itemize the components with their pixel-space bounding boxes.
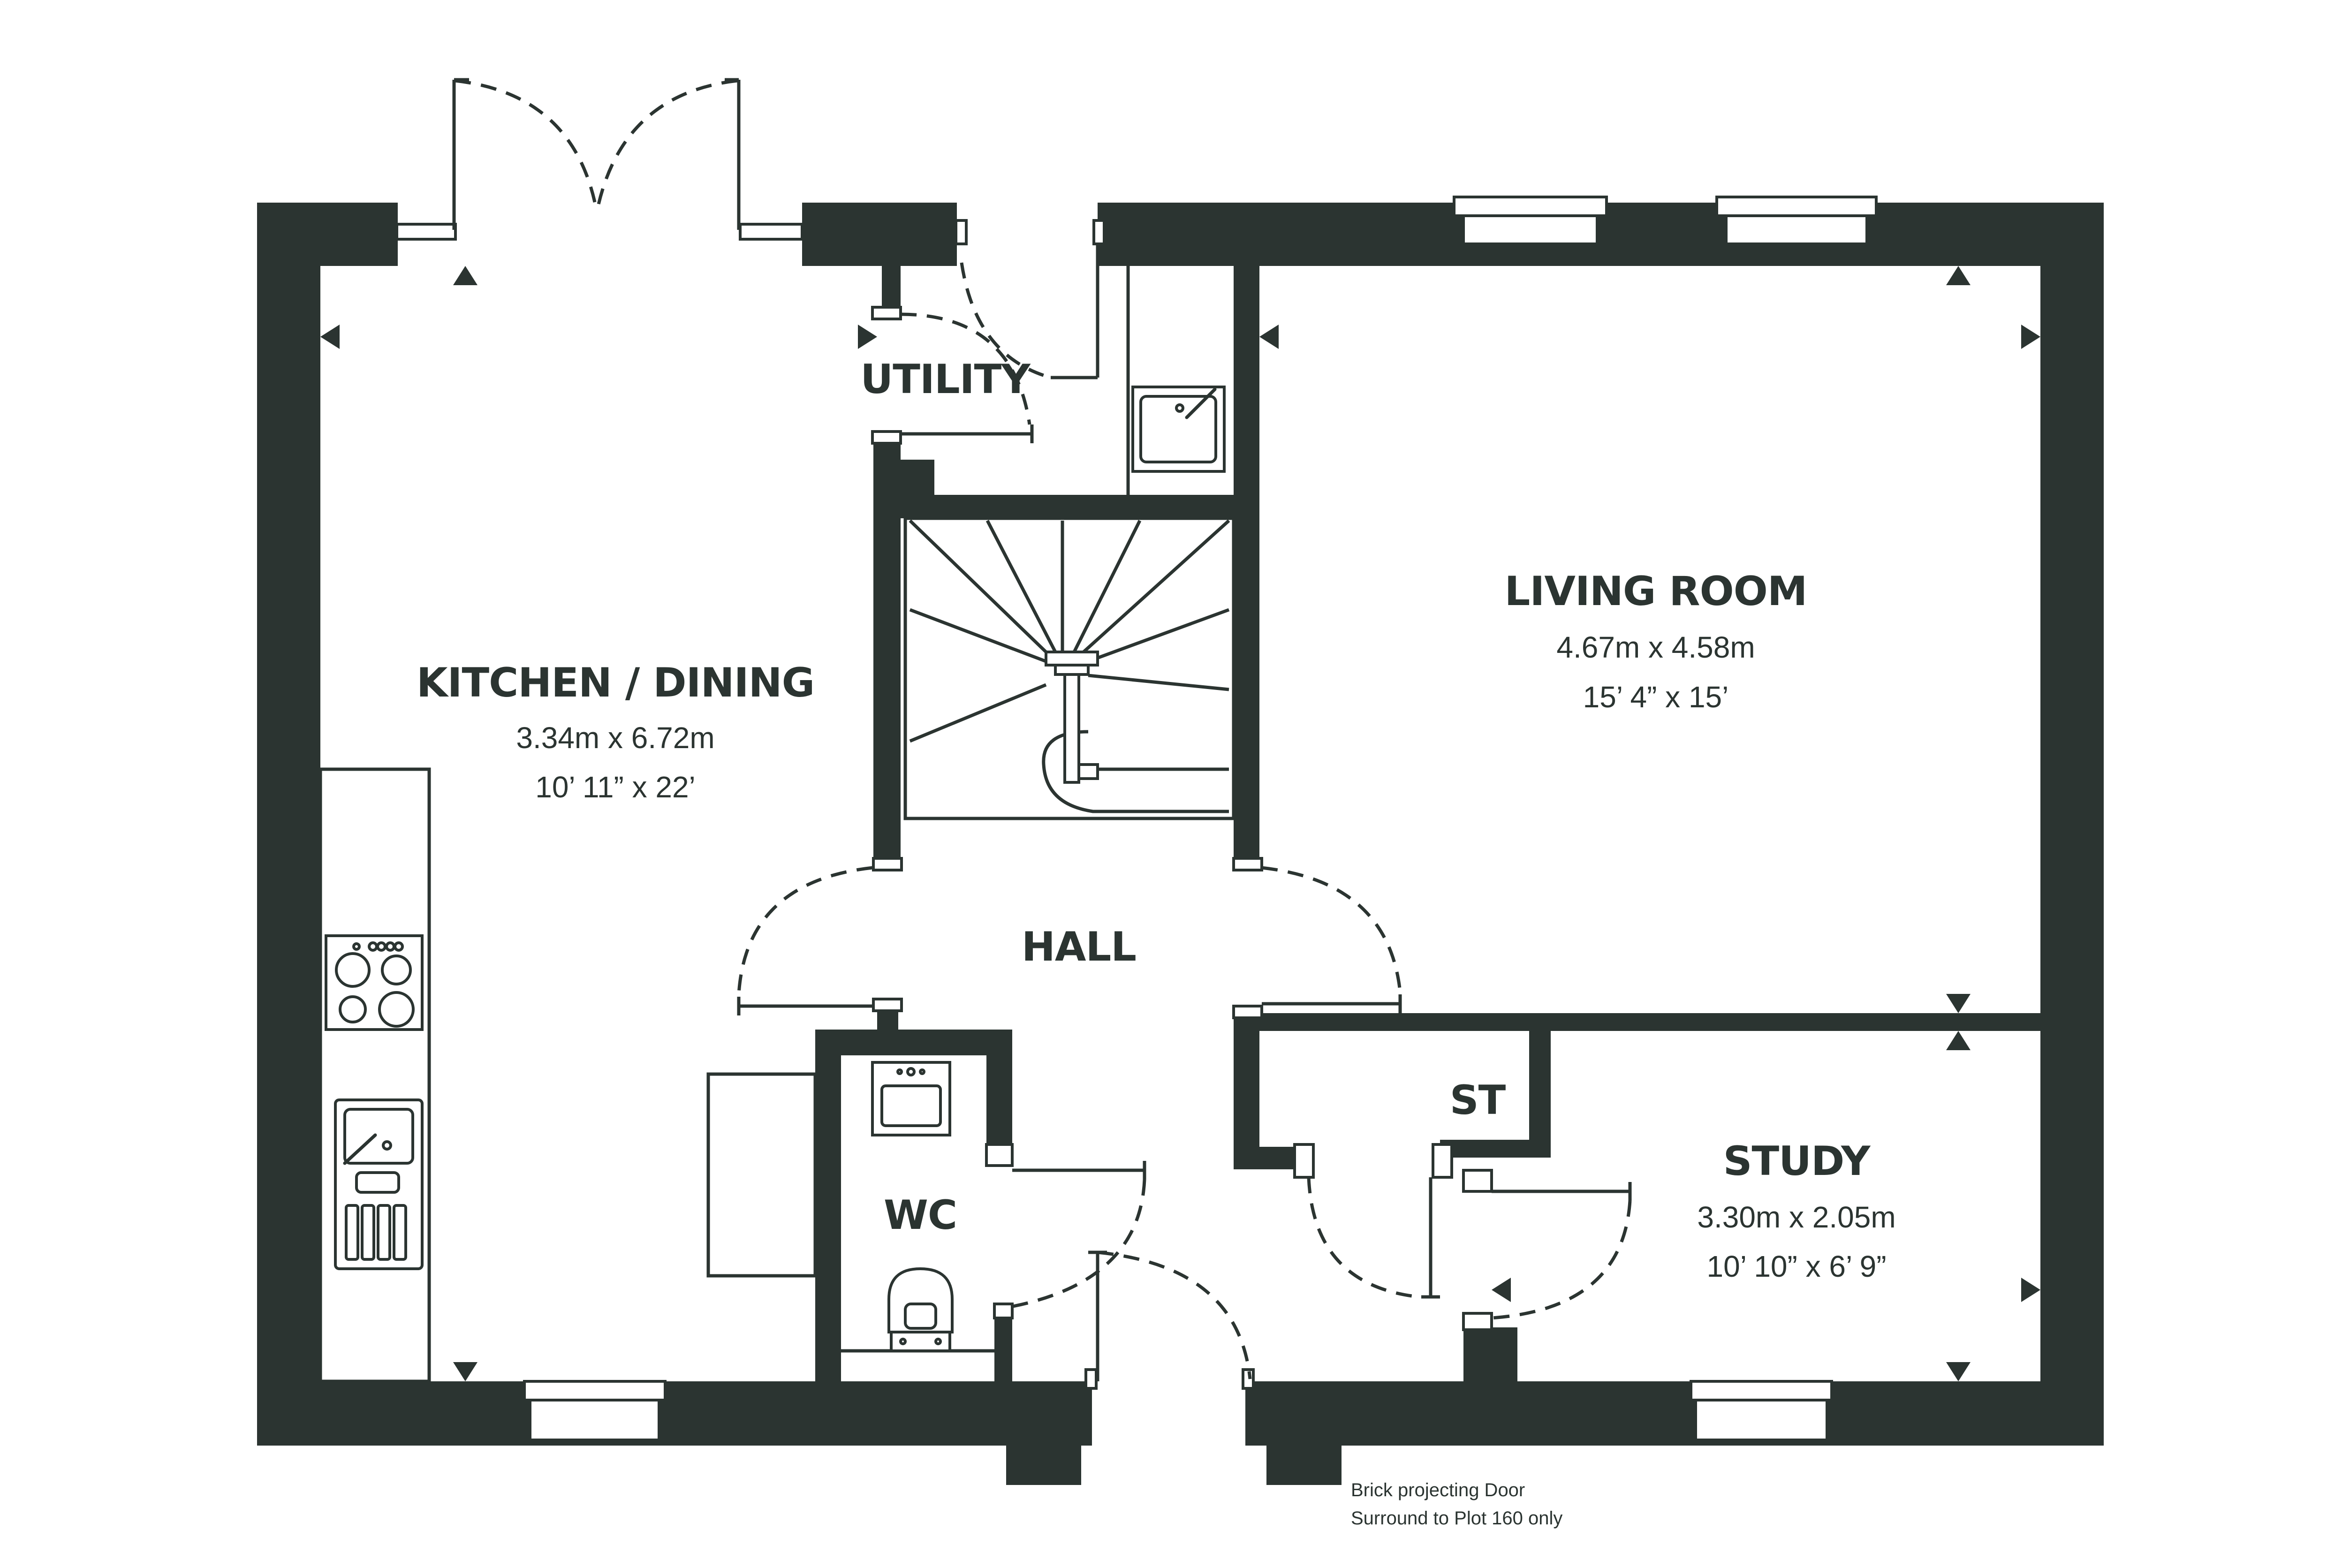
note-line-1: Brick projecting Door <box>1351 1480 1525 1500</box>
study-name: STUDY <box>1723 1138 1872 1185</box>
doors <box>395 78 1632 1390</box>
wc-name: WC <box>884 1192 957 1239</box>
windows <box>523 196 1878 1441</box>
living-name: LIVING ROOM <box>1505 568 1807 615</box>
kitchen-fixtures <box>318 767 817 1383</box>
table <box>706 1072 817 1278</box>
dimension-arrows <box>320 266 2040 1381</box>
external-walls <box>257 203 2104 1485</box>
internal-walls <box>815 266 2104 1381</box>
st-name: ST <box>1450 1077 1506 1124</box>
kitchen-name: KITCHEN / DINING <box>417 659 814 706</box>
study-metric: 3.30m x 2.05m <box>1697 1200 1895 1234</box>
utility-fixtures <box>1126 266 1226 495</box>
wc-fixtures <box>841 1061 994 1353</box>
living-imperial: 15’ 4” x 15’ <box>1583 680 1729 714</box>
living-metric: 4.67m x 4.58m <box>1556 630 1755 664</box>
hall-name: HALL <box>1022 924 1136 970</box>
utility-name: UTILITY <box>860 356 1031 403</box>
note-line-2: Surround to Plot 160 only <box>1351 1508 1562 1529</box>
staircase <box>903 516 1236 820</box>
study-imperial: 10’ 10” x 6’ 9” <box>1707 1250 1887 1283</box>
door-surround-note: Brick projecting Door Surround to Plot 1… <box>1351 1480 1562 1529</box>
room-labels: KITCHEN / DINING 3.34m x 6.72m 10’ 11” x… <box>417 356 1896 1283</box>
kitchen-imperial: 10’ 11” x 22’ <box>535 770 696 804</box>
kitchen-metric: 3.34m x 6.72m <box>516 721 714 755</box>
